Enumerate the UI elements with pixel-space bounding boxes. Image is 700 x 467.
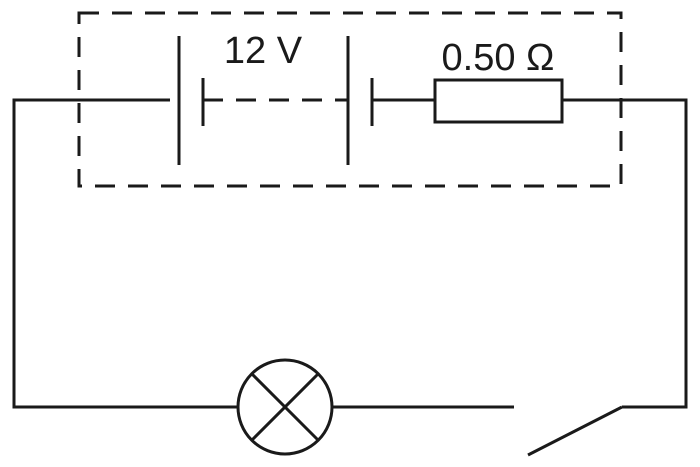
cell-icon [346,36,374,165]
switch-icon[interactable] [527,405,623,457]
wire-right [562,98,688,409]
lamp-icon [236,358,334,456]
emf-label: 12 V [224,30,303,72]
resistance-label: 0.50 Ω [442,37,555,79]
cell-icon [177,36,205,165]
resistor-icon [433,78,564,124]
wire-left [12,98,238,409]
